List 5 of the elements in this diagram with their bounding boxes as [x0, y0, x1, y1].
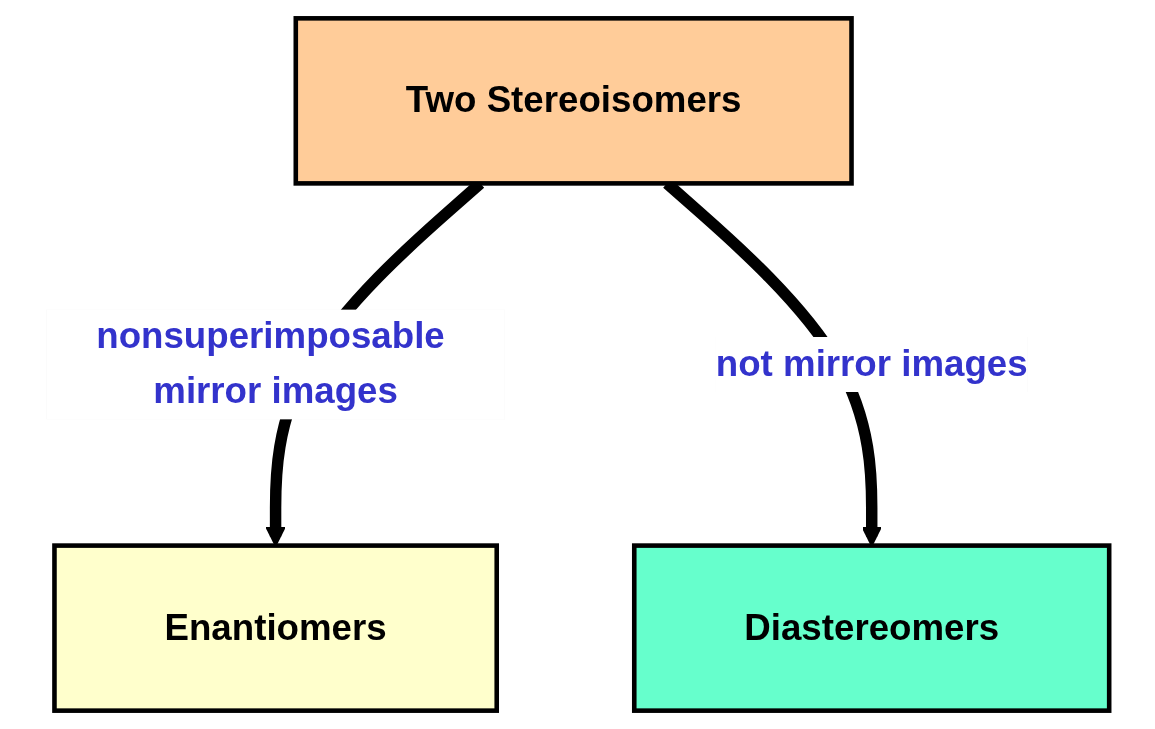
- node-box: Enantiomers: [51, 543, 499, 713]
- edge-label: not mirror images: [715, 343, 1028, 383]
- node-box: Diastereomers: [631, 543, 1112, 713]
- edge-label: nonsuperimposable mirror images: [95, 316, 445, 411]
- node-box: Two Stereoisomers: [293, 16, 854, 186]
